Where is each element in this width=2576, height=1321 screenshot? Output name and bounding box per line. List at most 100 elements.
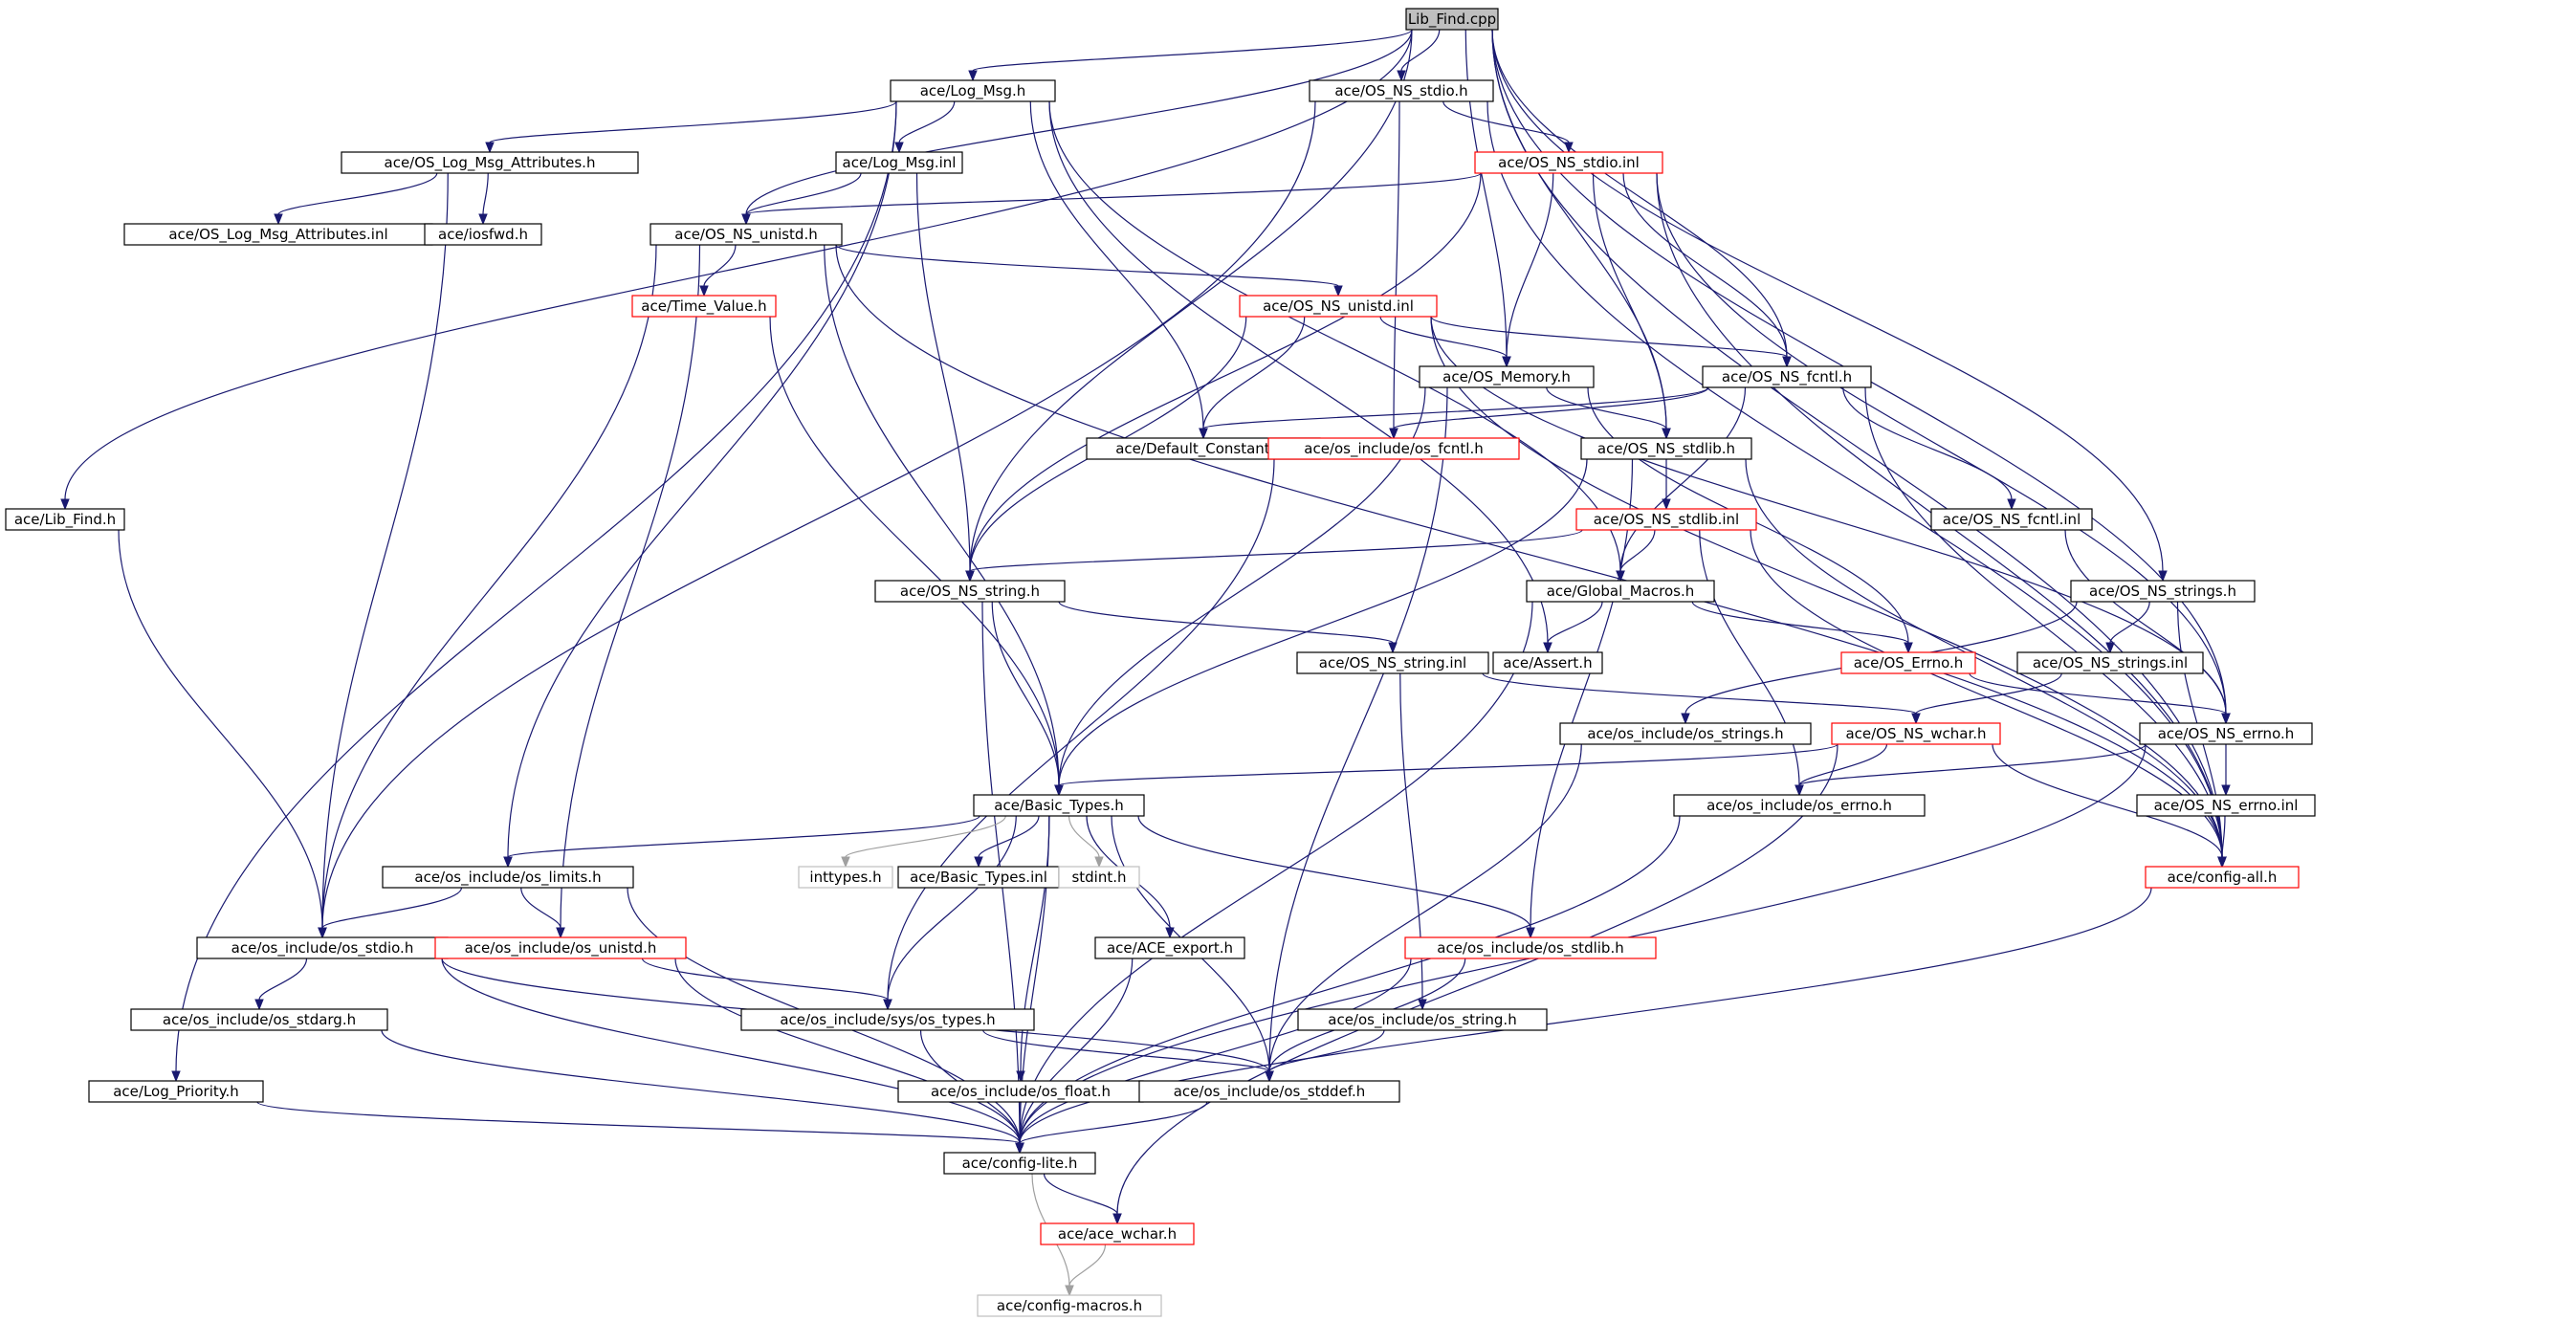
node-os-ns-wchar-h[interactable]: ace/OS_NS_wchar.h bbox=[1831, 722, 2001, 745]
node-os-include-os-float-h[interactable]: ace/os_include/os_float.h bbox=[897, 1080, 1144, 1103]
node-os-errno-h[interactable]: ace/OS_Errno.h bbox=[1840, 651, 1976, 674]
node-box bbox=[2139, 722, 2313, 745]
edge-line bbox=[381, 1029, 1021, 1144]
node-assert-h[interactable]: ace/Assert.h bbox=[1492, 651, 1603, 674]
edge-line bbox=[1530, 458, 1634, 929]
edge-time_value_h-to-basic_types_h bbox=[769, 316, 1064, 797]
node-os-log-msg-attr-inl[interactable]: ace/OS_Log_Msg_Attributes.inl bbox=[123, 223, 433, 246]
edge-line bbox=[978, 815, 1040, 858]
node-os-include-os-stdio-h[interactable]: ace/os_include/os_stdio.h bbox=[196, 936, 449, 959]
node-os-include-os-stdlib-h[interactable]: ace/os_include/os_stdlib.h bbox=[1404, 936, 1657, 959]
node-os-ns-stdlib-inl[interactable]: ace/OS_NS_stdlib.inl bbox=[1575, 508, 1757, 531]
edge-os_ns_errno_h-to-os_ns_errno_inl bbox=[2221, 744, 2231, 797]
edge-arrowhead bbox=[1389, 428, 1398, 440]
node-label: Lib_Find.cpp bbox=[1408, 11, 1496, 29]
edge-arrowhead bbox=[1662, 498, 1671, 511]
edge-lib_find_cpp-to-log_msg_h bbox=[968, 29, 1413, 82]
node-os-ns-strings-inl[interactable]: ace/OS_NS_strings.inl bbox=[2016, 651, 2204, 674]
node-os-ns-stdio-inl[interactable]: ace/OS_NS_stdio.inl bbox=[1474, 151, 1663, 174]
edge-line bbox=[277, 172, 438, 215]
node-os-ns-unistd-inl[interactable]: ace/OS_NS_unistd.inl bbox=[1239, 295, 1438, 318]
edge-os_ns_fcntl_h-to-os_include_os_fcntl_h bbox=[1389, 386, 1709, 440]
edge-arrowhead bbox=[1681, 713, 1690, 725]
node-config-macros-h[interactable]: ace/config-macros.h bbox=[977, 1294, 1162, 1317]
node-os-ns-unistd-h[interactable]: ace/OS_NS_unistd.h bbox=[650, 223, 843, 246]
node-box bbox=[424, 223, 542, 246]
edge-global_macros_h-to-assert_h bbox=[1543, 601, 1603, 654]
node-lib-find-h[interactable]: ace/Lib_Find.h bbox=[5, 508, 125, 531]
edge-arrowhead bbox=[171, 1070, 181, 1083]
node-os-ns-errno-inl[interactable]: ace/OS_NS_errno.inl bbox=[2136, 794, 2316, 817]
node-os-ns-errno-h[interactable]: ace/OS_NS_errno.h bbox=[2139, 722, 2313, 745]
edge-os_ns_unistd_h-to-os_ns_unistd_inl bbox=[835, 244, 1343, 297]
edge-line bbox=[507, 100, 897, 858]
edge-arrowhead bbox=[503, 856, 513, 869]
edge-os_ns_unistd_h-to-time_value_h bbox=[699, 244, 737, 297]
node-label: ace/iosfwd.h bbox=[438, 226, 528, 243]
edge-line bbox=[1798, 743, 2147, 786]
node-log-priority-h[interactable]: ace/Log_Priority.h bbox=[88, 1080, 264, 1103]
edge-line bbox=[1058, 743, 1838, 786]
node-config-lite-h[interactable]: ace/config-lite.h bbox=[943, 1152, 1096, 1175]
node-box bbox=[1559, 722, 1812, 745]
edge-basic_types_h-to-stdint_h bbox=[1068, 815, 1104, 869]
node-os-include-os-errno-h[interactable]: ace/os_include/os_errno.h bbox=[1673, 794, 1926, 817]
edge-line bbox=[1592, 172, 1667, 429]
node-os-include-sys-os-types-h[interactable]: ace/os_include/sys/os_types.h bbox=[740, 1008, 1035, 1031]
node-os-ns-stdlib-h[interactable]: ace/OS_NS_stdlib.h bbox=[1580, 437, 1752, 460]
edge-arrowhead bbox=[1526, 927, 1535, 939]
edge-line bbox=[1019, 887, 2152, 1144]
edge-line bbox=[1019, 958, 1412, 1144]
node-os-ns-fcntl-h[interactable]: ace/OS_NS_fcntl.h bbox=[1702, 365, 1872, 388]
node-config-all-h[interactable]: ace/config-all.h bbox=[2145, 866, 2300, 889]
node-basic-types-inl[interactable]: ace/Basic_Types.inl bbox=[897, 866, 1060, 889]
node-os-log-msg-attr-h[interactable]: ace/OS_Log_Msg_Attributes.h bbox=[341, 151, 639, 174]
node-os-ns-stdio-h[interactable]: ace/OS_NS_stdio.h bbox=[1309, 79, 1494, 102]
node-global-macros-h[interactable]: ace/Global_Macros.h bbox=[1526, 580, 1715, 603]
node-label: ace/os_include/os_float.h bbox=[931, 1083, 1111, 1101]
node-os-ns-strings-h[interactable]: ace/OS_NS_strings.h bbox=[2070, 580, 2256, 603]
node-os-include-os-stdarg-h[interactable]: ace/os_include/os_stdarg.h bbox=[130, 1008, 388, 1031]
node-time-value-h[interactable]: ace/Time_Value.h bbox=[631, 295, 777, 318]
edge-arrowhead bbox=[741, 213, 751, 226]
edge-line bbox=[1430, 316, 1788, 358]
node-stdint-h[interactable]: stdint.h bbox=[1058, 866, 1140, 889]
edge-line bbox=[982, 1029, 1270, 1072]
edge-os_ns_stdio_inl-to-os_ns_unistd_h bbox=[741, 172, 1482, 226]
node-os-ns-string-h[interactable]: ace/OS_NS_string.h bbox=[874, 580, 1066, 603]
node-box bbox=[977, 1294, 1162, 1317]
node-box bbox=[2136, 794, 2316, 817]
node-ace-wchar-h[interactable]: ace/ace_wchar.h bbox=[1040, 1222, 1195, 1245]
edge-line bbox=[1068, 1244, 1107, 1287]
node-box bbox=[1492, 651, 1603, 674]
edge-arrowhead bbox=[2105, 642, 2115, 654]
node-basic-types-h[interactable]: ace/Basic_Types.h bbox=[973, 794, 1145, 817]
edge-line bbox=[745, 172, 862, 215]
node-box bbox=[740, 1008, 1035, 1031]
edge-arrowhead bbox=[974, 856, 983, 869]
node-box bbox=[874, 580, 1066, 603]
node-ace-export-h[interactable]: ace/ACE_export.h bbox=[1094, 936, 1245, 959]
edge-line bbox=[482, 172, 489, 215]
node-os-include-os-unistd-h[interactable]: ace/os_include/os_unistd.h bbox=[434, 936, 687, 959]
edge-os_ns_stdlib_h-to-os_ns_stdlib_inl bbox=[1662, 458, 1671, 511]
node-os-ns-fcntl-inl[interactable]: ace/OS_NS_fcntl.inl bbox=[1930, 508, 2093, 531]
node-log-msg-inl[interactable]: ace/Log_Msg.inl bbox=[835, 151, 963, 174]
edge-line bbox=[1915, 672, 2062, 715]
node-os-include-os-limits-h[interactable]: ace/os_include/os_limits.h bbox=[382, 866, 634, 889]
edge-line bbox=[1116, 743, 1838, 1215]
node-lib-find-cpp[interactable]: Lib_Find.cpp bbox=[1405, 8, 1499, 31]
node-os-include-os-strings-h[interactable]: ace/os_include/os_strings.h bbox=[1559, 722, 1812, 745]
edge-os_ns_errno_h-to-os_include_os_errno_h bbox=[1794, 743, 2147, 797]
node-default-constants-h[interactable]: ace/Default_Constants.h bbox=[1086, 437, 1321, 460]
node-iosfwd-h[interactable]: ace/iosfwd.h bbox=[424, 223, 542, 246]
node-os-ns-string-inl[interactable]: ace/OS_NS_string.inl bbox=[1296, 651, 1489, 674]
node-os-include-os-stddef-h[interactable]: ace/os_include/os_stddef.h bbox=[1138, 1080, 1400, 1103]
node-os-include-os-string-h[interactable]: ace/os_include/os_string.h bbox=[1297, 1008, 1548, 1031]
edge-line bbox=[175, 100, 897, 1072]
node-log-msg-h[interactable]: ace/Log_Msg.h bbox=[890, 79, 1056, 102]
node-os-include-os-fcntl-h[interactable]: ace/os_include/os_fcntl.h bbox=[1267, 437, 1520, 460]
node-os-memory-h[interactable]: ace/OS_Memory.h bbox=[1419, 365, 1595, 388]
edge-line bbox=[1619, 386, 1747, 572]
node-inttypes-h[interactable]: inttypes.h bbox=[798, 866, 893, 889]
